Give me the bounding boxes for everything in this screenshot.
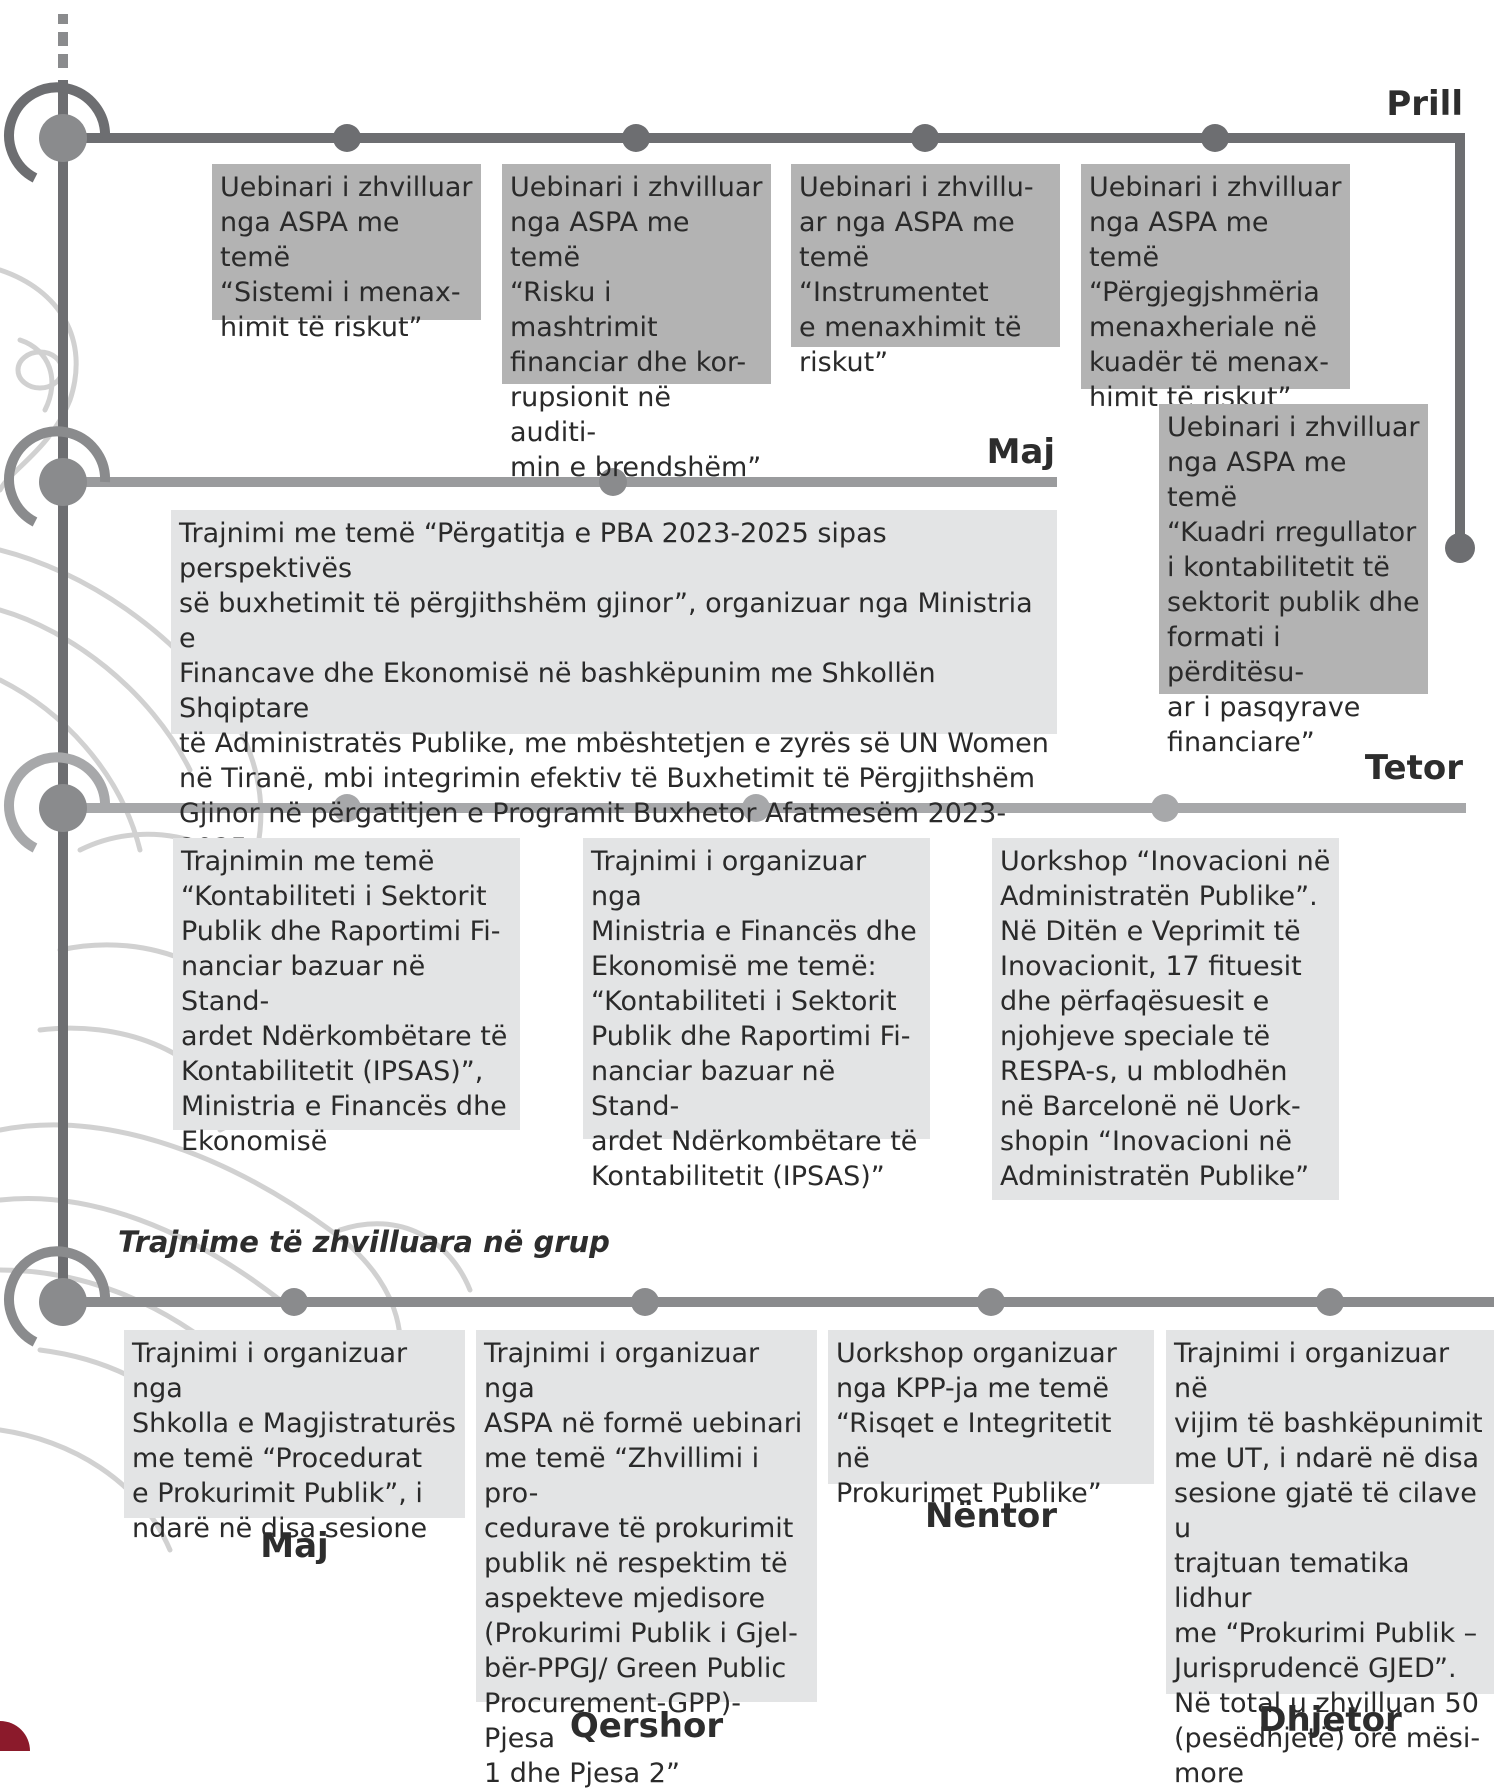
corner-accent xyxy=(0,1721,30,1751)
timeline-hub xyxy=(4,752,111,853)
event-card: Uebinari i zhvilluar nga ASPA me temë “R… xyxy=(502,164,771,483)
event-card: Uebinari i zhvilluar nga ASPA me temë “K… xyxy=(1159,404,1428,758)
event-card: Uebinari i zhvilluar nga ASPA me temë “P… xyxy=(1081,164,1350,413)
event-card: Uebinari i zhvilluar nga ASPA me temë “S… xyxy=(212,164,481,343)
timeline-node xyxy=(977,1288,1005,1316)
timeline-spine-dashes xyxy=(58,14,68,68)
timeline-node xyxy=(631,1288,659,1316)
timeline-node xyxy=(1201,124,1229,152)
group-event-card: Trajnimi i organizuar nga ASPA në formë … xyxy=(476,1330,817,1789)
timeline-node xyxy=(333,124,361,152)
group-month-label-qershor: Qershor xyxy=(569,1706,724,1746)
timeline-hub xyxy=(4,426,111,527)
timeline-node xyxy=(280,1288,308,1316)
timeline-node xyxy=(742,794,770,822)
timeline-hub xyxy=(4,82,111,183)
group-month-label-maj: Maj xyxy=(260,1526,329,1566)
timeline-node xyxy=(599,468,627,496)
month-label-maj: Maj xyxy=(986,432,1055,472)
group-month-label-nentor: Nëntor xyxy=(924,1496,1058,1536)
timeline-node xyxy=(333,794,361,822)
timeline-node xyxy=(911,124,939,152)
timeline-node xyxy=(1316,1288,1344,1316)
group-month-label-dhjetor: Dhjetor xyxy=(1258,1700,1402,1740)
timeline-node xyxy=(622,124,650,152)
event-card: Trajnimi i organizuar nga Ministria e Fi… xyxy=(583,838,930,1192)
event-card: Trajnimi me temë “Përgatitja e PBA 2023-… xyxy=(171,510,1057,864)
event-card: Uebinari i zhvillu- ar nga ASPA me temë … xyxy=(791,164,1060,378)
month-label-tetor: Tetor xyxy=(1364,748,1463,788)
month-label-prill: Prill xyxy=(1386,84,1463,124)
timeline-node xyxy=(1445,533,1475,563)
group-event-card: Uorkshop organizuar nga KPP-ja me temë “… xyxy=(828,1330,1154,1509)
timeline-hub xyxy=(4,1246,111,1347)
event-card: Uorkshop “Inovacioni në Administratën Pu… xyxy=(992,838,1339,1200)
timeline-node xyxy=(1151,794,1179,822)
group-event-card: Trajnimi i organizuar në vijim të bashkë… xyxy=(1166,1330,1494,1789)
event-card: Trajnimin me temë “Kontabiliteti i Sekto… xyxy=(173,838,520,1157)
group-section-title: Trajnime të zhvilluara në grup xyxy=(118,1225,610,1259)
group-event-card: Trajnimi i organizuar nga Shkolla e Magj… xyxy=(124,1330,465,1544)
timeline-graphic xyxy=(0,14,1494,1751)
